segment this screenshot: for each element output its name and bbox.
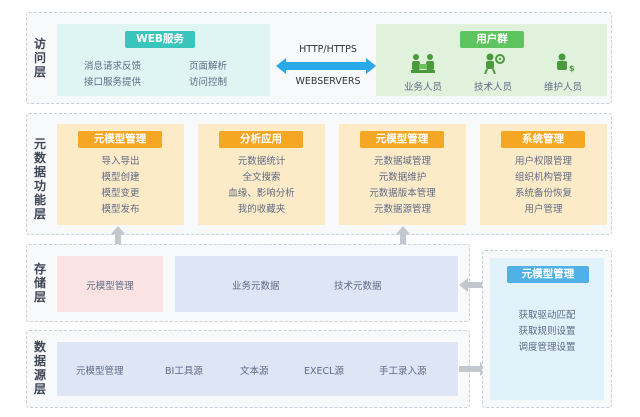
business-metadata-label: 业务元数据	[232, 281, 280, 292]
web-item-page-parse: 页面解析	[189, 61, 228, 72]
source-item: BI工具源	[165, 366, 203, 377]
module-title-analysis: 分析应用	[219, 131, 303, 148]
module-item: 元数据统计	[237, 156, 286, 167]
side-panel-item: 获取规则设置	[518, 326, 576, 337]
technical-metadata-label: 技术元数据	[334, 281, 382, 292]
module-item: 血缘、影响分析	[228, 188, 295, 199]
web-item-message-feedback: 消息请求反馈	[84, 61, 142, 72]
module-title-metamodel: 元模型管理	[78, 131, 162, 148]
protocol-http-label: HTTP/HTTPS	[299, 44, 357, 55]
source-item: 元模型管理	[76, 366, 124, 377]
user-group-title: 用户群	[460, 31, 524, 48]
storage-layer-label: 存储层	[33, 262, 46, 304]
side-panel-item: 调度管理设置	[518, 342, 576, 353]
module-item: 系统备份恢复	[514, 188, 572, 199]
protocol-webservers-label: WEBSERVERS	[295, 76, 361, 87]
left-arrow-icon	[459, 278, 489, 292]
module-title-metadata: 元模型管理	[360, 131, 444, 148]
data-source-layer-label: 数据源层	[33, 340, 46, 396]
role-technician-label: 技术人员	[473, 82, 512, 93]
data-source-box	[57, 342, 458, 396]
maintenance-person-icon: $	[557, 53, 575, 73]
svg-text:$: $	[569, 64, 575, 73]
right-arrow-icon	[459, 362, 489, 376]
side-panel-title: 元模型管理	[507, 266, 589, 283]
module-item: 全文搜索	[242, 172, 281, 183]
source-item: 文本源	[240, 366, 269, 377]
role-business-label: 业务人员	[403, 82, 442, 93]
web-service-title: WEB服务	[125, 31, 195, 48]
side-panel-item: 获取驱动匹配	[518, 310, 576, 321]
web-item-access-control: 访问控制	[189, 77, 228, 88]
technician-icon	[484, 53, 505, 74]
module-item: 模型发布	[101, 204, 140, 215]
role-maintenance-label: 维护人员	[543, 82, 582, 93]
storage-model-label: 元模型管理	[86, 281, 134, 292]
access-layer-label: 访问层	[33, 37, 46, 79]
module-item: 用户管理	[524, 204, 563, 215]
module-item: 模型创建	[101, 172, 140, 183]
bidirectional-arrow-icon	[276, 58, 376, 74]
module-item: 组织机构管理	[514, 172, 572, 183]
metadata-function-layer-label: 元数据功能层	[33, 137, 46, 221]
module-item: 元数据域管理	[373, 156, 431, 167]
business-people-icon	[411, 54, 435, 73]
storage-model-box	[57, 256, 163, 312]
module-item: 导入导出	[101, 156, 140, 167]
web-item-interface-service: 接口服务提供	[84, 77, 142, 88]
module-item: 我的收藏夹	[237, 204, 286, 215]
module-item: 元数据源管理	[373, 204, 431, 215]
module-item: 元数据维护	[378, 172, 427, 183]
module-item: 模型变更	[101, 188, 140, 199]
storage-meta-box	[175, 256, 458, 312]
module-item: 用户权限管理	[514, 156, 572, 167]
source-item: EXECL源	[304, 366, 344, 377]
module-item: 元数据版本管理	[369, 188, 436, 199]
source-item: 手工录入源	[379, 366, 427, 377]
module-title-system: 系统管理	[501, 131, 585, 148]
